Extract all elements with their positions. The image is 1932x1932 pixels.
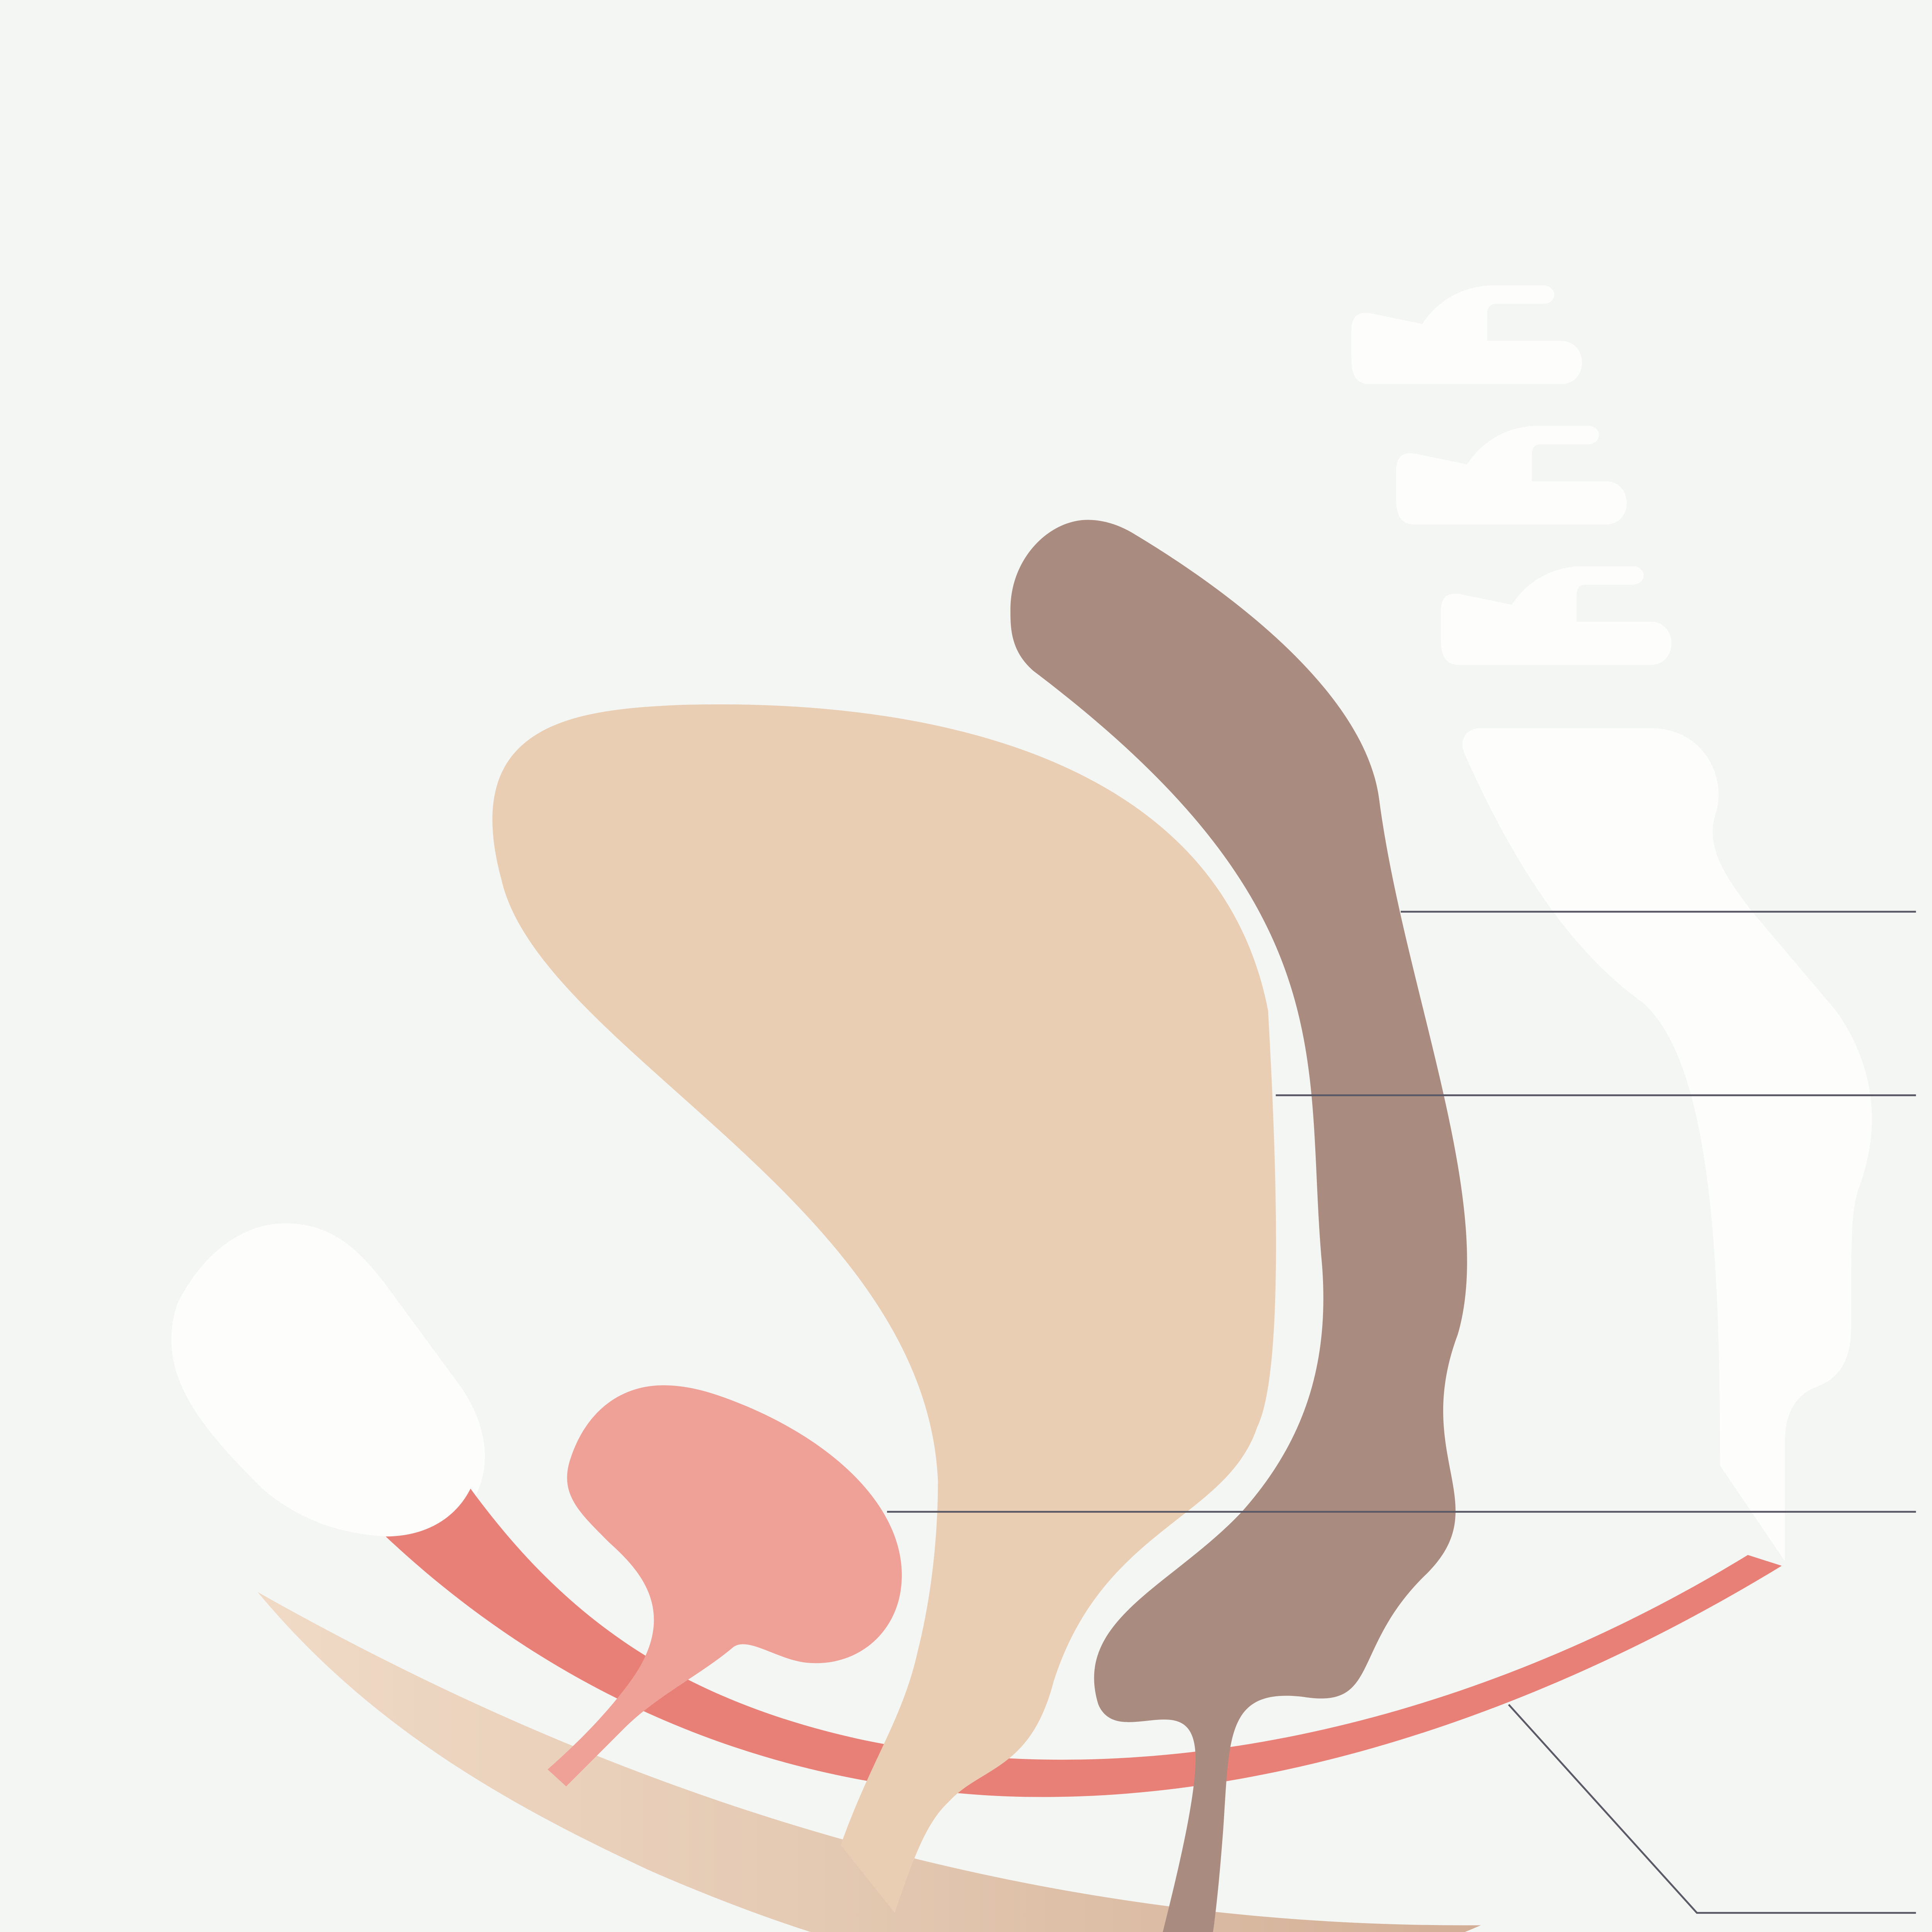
- vertebra-icon: [1351, 285, 1872, 1561]
- pubic-bone: [171, 1223, 485, 1539]
- rectum: [1010, 520, 1467, 1932]
- bladder: [548, 1385, 902, 1787]
- leader-lines: [887, 911, 1916, 1914]
- uterus: [492, 704, 1276, 1913]
- pelvic-floor-muscle: [386, 1488, 1782, 1797]
